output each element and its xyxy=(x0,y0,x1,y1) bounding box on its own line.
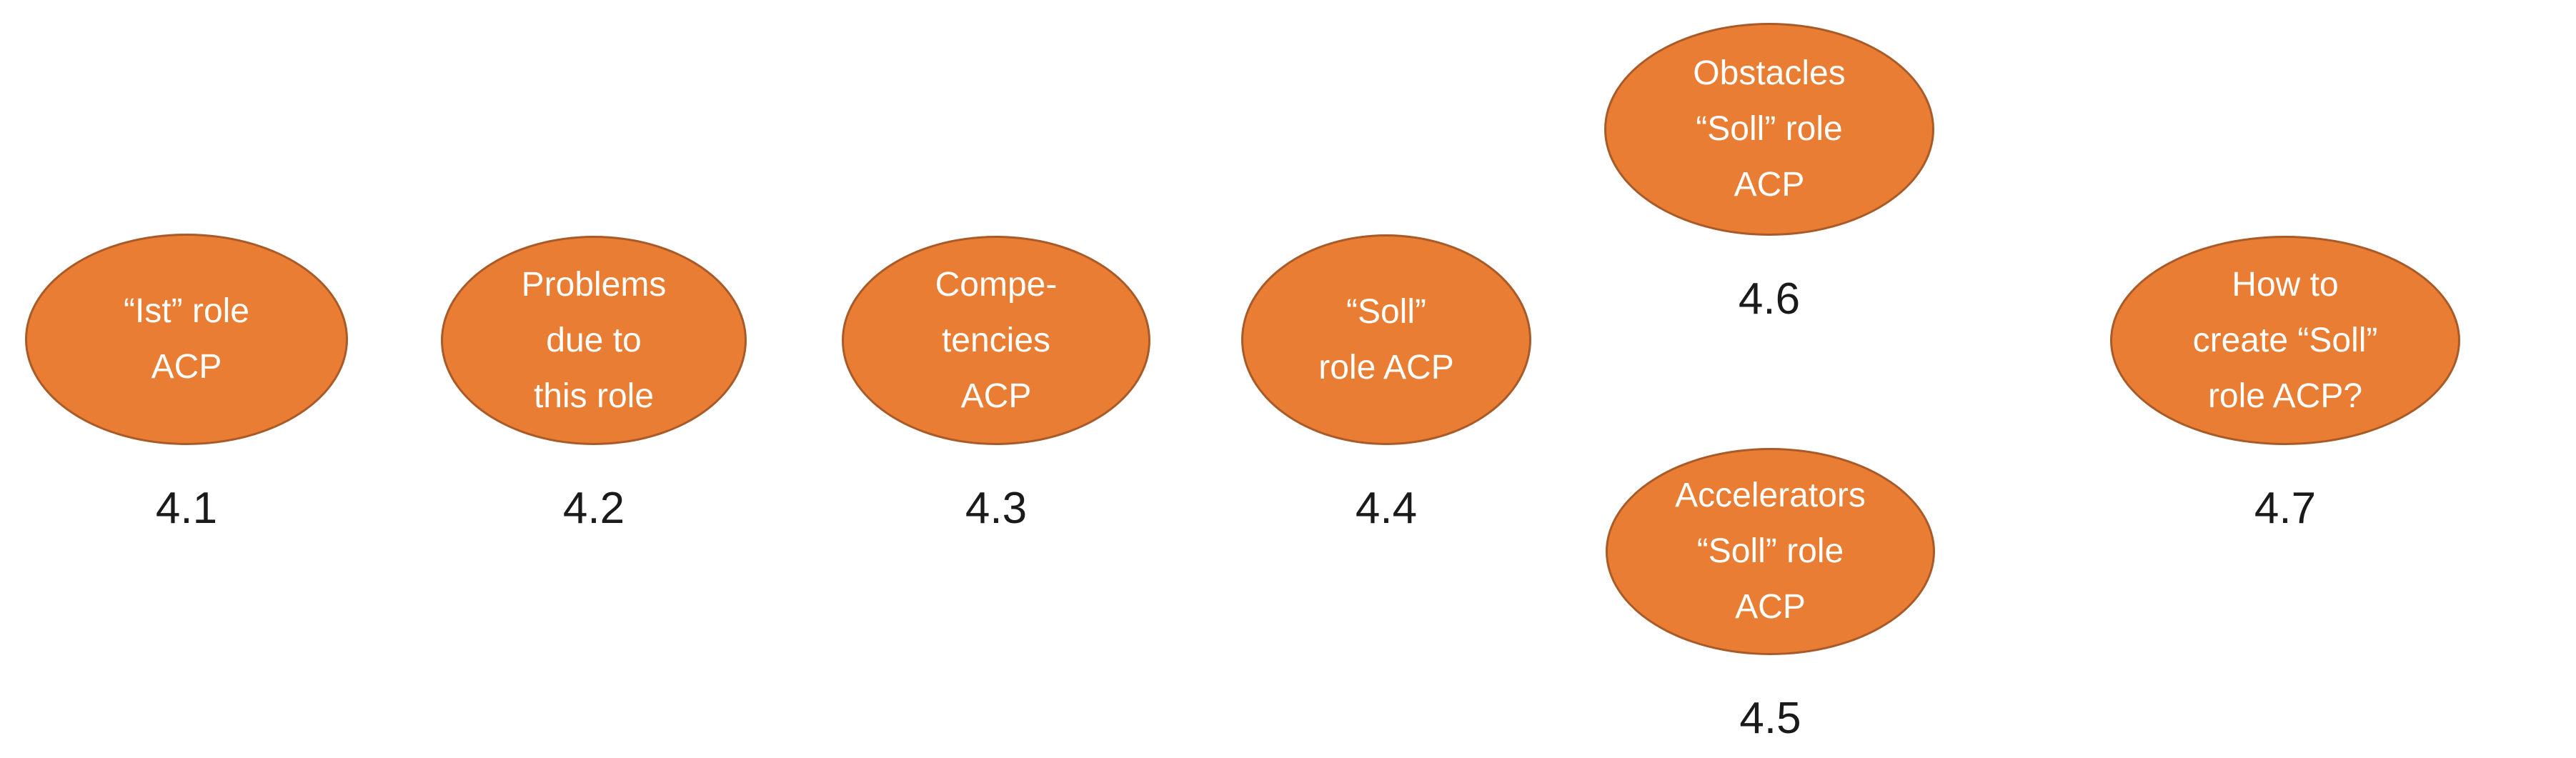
node-soll-role-acp: “Soll” role ACP 4.4 xyxy=(1241,234,1531,535)
ellipse-shape: “Ist” role ACP xyxy=(25,234,348,445)
node-how-to-create-soll-role-acp: How to create “Soll” role ACP? 4.7 xyxy=(2110,236,2460,535)
ellipse-label: Obstacles “Soll” role ACP xyxy=(1693,54,1846,204)
node-number: 4.4 xyxy=(1355,484,1418,533)
node-number: 4.6 xyxy=(1738,274,1801,324)
node-accelerators-soll-role-acp: Accelerators “Soll” role ACP 4.5 xyxy=(1606,448,1935,745)
ellipse-label: Compe- tencies ACP xyxy=(935,265,1058,415)
node-number: 4.2 xyxy=(562,484,625,533)
ellipse-label: “Soll” role ACP xyxy=(1318,292,1454,387)
node-problems-due-to-this-role: Problems due to this role 4.2 xyxy=(441,236,747,535)
ellipse-shape: Obstacles “Soll” role ACP xyxy=(1604,23,1934,236)
node-competencies-acp: Compe- tencies ACP 4.3 xyxy=(842,236,1150,535)
ellipse-shape: How to create “Soll” role ACP? xyxy=(2110,236,2460,445)
ellipse-shape: Problems due to this role xyxy=(441,236,747,445)
node-ist-role-acp: “Ist” role ACP 4.1 xyxy=(25,234,348,535)
ellipse-shape: Compe- tencies ACP xyxy=(842,236,1150,445)
ellipse-label: “Ist” role ACP xyxy=(123,292,249,386)
node-obstacles-soll-role-acp: Obstacles “Soll” role ACP 4.6 xyxy=(1604,23,1934,326)
ellipse-shape: Accelerators “Soll” role ACP xyxy=(1606,448,1935,655)
node-number: 4.7 xyxy=(2254,484,2317,533)
ellipse-shape: “Soll” role ACP xyxy=(1241,234,1531,445)
ellipse-label: Accelerators “Soll” role ACP xyxy=(1675,477,1866,626)
node-number: 4.3 xyxy=(965,484,1028,533)
ellipse-label: How to create “Soll” role ACP? xyxy=(2192,265,2378,415)
ellipse-label: Problems due to this role xyxy=(521,265,667,415)
node-number: 4.1 xyxy=(155,484,218,533)
node-number: 4.5 xyxy=(1739,694,1801,743)
